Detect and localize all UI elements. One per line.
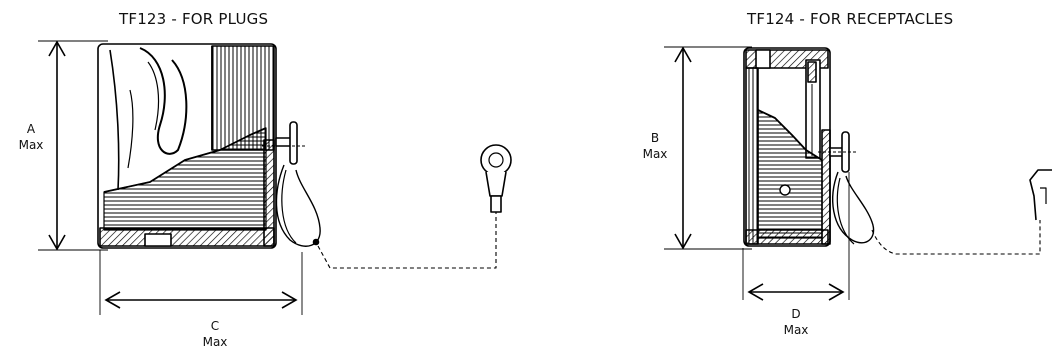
dimension-a-suffix: Max <box>18 138 44 152</box>
dimension-b-letter: B <box>650 131 660 145</box>
dimension-d-suffix: Max <box>783 323 809 337</box>
dimension-d-letter: D <box>791 307 801 321</box>
plug-cover-drawing <box>97 43 512 269</box>
dimension-b-suffix: Max <box>642 147 668 161</box>
dimension-d-arrow <box>742 172 850 301</box>
dimension-c-letter: C <box>210 319 220 333</box>
dimension-a-letter: A <box>26 122 36 136</box>
dimension-a-arrow <box>38 40 108 251</box>
receptacle-cover-drawing <box>743 47 1052 255</box>
dimension-b-arrow <box>664 46 752 250</box>
plug-title: TF123 - FOR PLUGS <box>119 10 269 28</box>
dimension-b-label: B Max <box>640 130 670 162</box>
dimension-c-arrow <box>99 250 303 315</box>
dimension-d-label: D Max <box>778 306 814 338</box>
dimension-c-suffix: Max <box>202 335 228 349</box>
dimension-a-label: A Max <box>18 121 44 153</box>
receptacle-title: TF124 - FOR RECEPTACLES <box>747 10 954 28</box>
dimension-c-label: C Max <box>197 318 233 350</box>
